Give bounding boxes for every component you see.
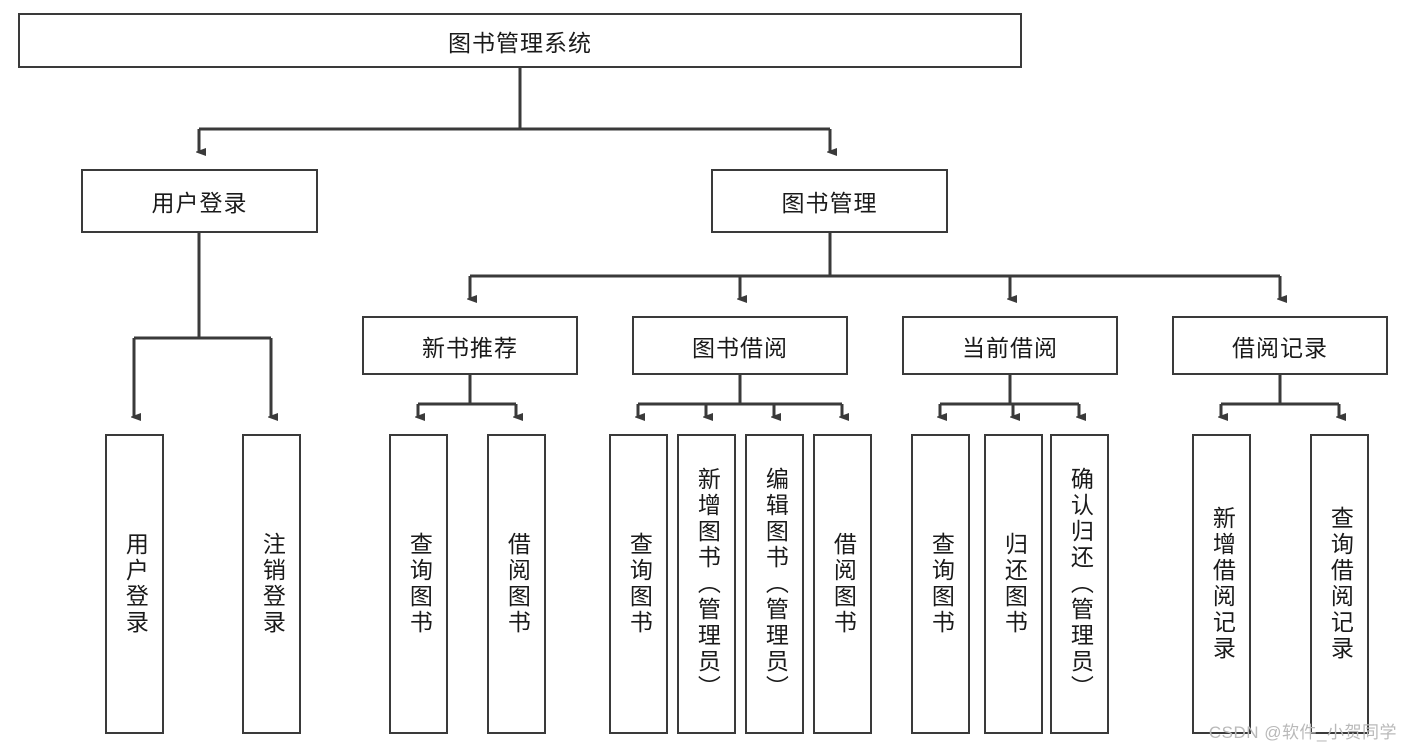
node-book-management-label: 图书管理	[781, 190, 878, 216]
leaf-confirm-return-admin[interactable]: 确认归还（管理员）	[1050, 434, 1109, 734]
leaf-borrow-book[interactable]: 借阅图书	[813, 434, 872, 734]
node-new-book-recommend-label: 新书推荐	[422, 334, 518, 361]
leaf-logout[interactable]: 注销登录	[242, 434, 301, 734]
leaf-query-book-newbook-label: 查询图书	[406, 532, 433, 636]
node-borrow-record[interactable]: 借阅记录	[1172, 316, 1388, 375]
leaf-borrow-book-newbook-label: 借阅图书	[504, 532, 531, 636]
leaf-borrow-book-newbook[interactable]: 借阅图书	[487, 434, 546, 734]
leaf-edit-book-admin-label: 编辑图书（管理员）	[762, 467, 789, 701]
leaf-logout-label: 注销登录	[259, 532, 286, 636]
leaf-confirm-return-admin-label: 确认归还（管理员）	[1067, 467, 1094, 701]
watermark: CSDN @软件_小贺同学	[1208, 723, 1397, 742]
leaf-query-borrow-record[interactable]: 查询借阅记录	[1310, 434, 1369, 734]
leaf-user-login-label: 用户登录	[122, 532, 149, 636]
node-book-borrow[interactable]: 图书借阅	[632, 316, 848, 375]
leaf-query-borrow-record-label: 查询借阅记录	[1327, 506, 1354, 662]
node-book-management[interactable]: 图书管理	[711, 169, 948, 233]
node-borrow-record-label: 借阅记录	[1232, 334, 1328, 361]
leaf-query-book-current[interactable]: 查询图书	[911, 434, 970, 734]
leaf-add-borrow-record[interactable]: 新增借阅记录	[1192, 434, 1251, 734]
node-root-label: 图书管理系统	[448, 29, 592, 56]
node-current-borrow-label: 当前借阅	[962, 334, 1058, 361]
leaf-add-borrow-record-label: 新增借阅记录	[1209, 506, 1236, 662]
node-user-login[interactable]: 用户登录	[81, 169, 318, 233]
node-book-borrow-label: 图书借阅	[692, 334, 788, 361]
node-user-login-label: 用户登录	[151, 190, 248, 216]
leaf-query-book-newbook[interactable]: 查询图书	[389, 434, 448, 734]
leaf-query-book-borrow-label: 查询图书	[626, 532, 653, 636]
leaf-user-login[interactable]: 用户登录	[105, 434, 164, 734]
leaf-query-book-borrow[interactable]: 查询图书	[609, 434, 668, 734]
leaf-edit-book-admin[interactable]: 编辑图书（管理员）	[745, 434, 804, 734]
node-new-book-recommend[interactable]: 新书推荐	[362, 316, 578, 375]
node-current-borrow[interactable]: 当前借阅	[902, 316, 1118, 375]
node-root[interactable]: 图书管理系统	[18, 13, 1022, 68]
leaf-return-book-label: 归还图书	[1001, 532, 1028, 636]
leaf-borrow-book-label: 借阅图书	[830, 532, 857, 636]
leaf-query-book-current-label: 查询图书	[928, 532, 955, 636]
leaf-add-book-admin-label: 新增图书（管理员）	[694, 467, 721, 701]
leaf-add-book-admin[interactable]: 新增图书（管理员）	[677, 434, 736, 734]
leaf-return-book[interactable]: 归还图书	[984, 434, 1043, 734]
